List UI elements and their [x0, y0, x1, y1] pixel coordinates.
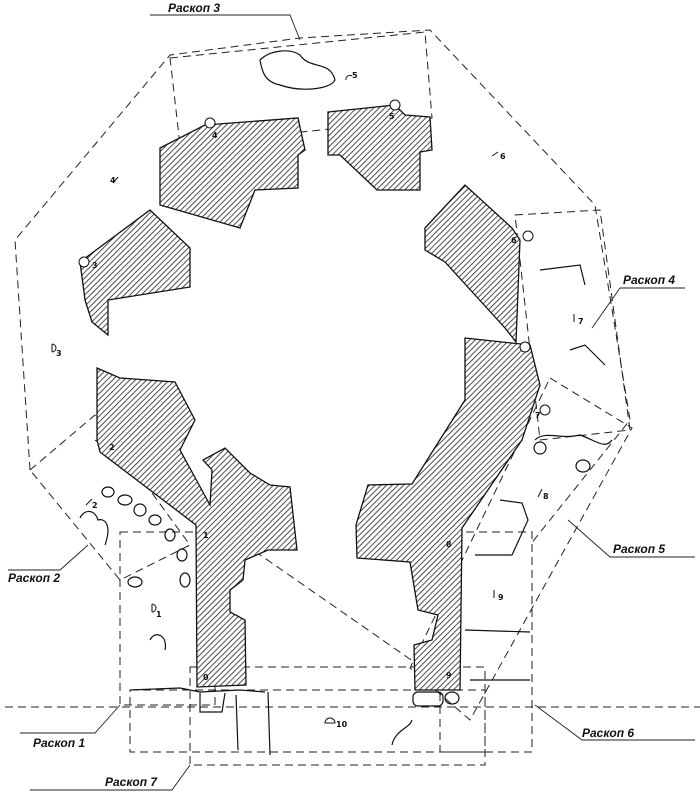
wall-point-0: 0: [203, 673, 209, 682]
excavation-4-label: Раскоп 4: [623, 273, 675, 287]
wall-point-6: 6: [511, 236, 517, 245]
section-marker-1: 1: [156, 610, 162, 619]
wall-point-4: 4: [212, 131, 218, 140]
excavation-6-outline: [439, 531, 533, 753]
excavation-2-label: Раскоп 2: [8, 571, 60, 585]
excavation-3-label: Раскоп 3: [168, 1, 220, 15]
wall-segment-2-1-0: [96, 367, 298, 688]
wall-point-2: 2: [109, 443, 115, 452]
wall-points: 0 1 2 3 4 5 6 7 8 9: [78, 99, 551, 682]
section-marker-3: 3: [56, 349, 62, 358]
label-leaders: [8, 14, 695, 791]
section-marker-2: 2: [92, 501, 98, 510]
section-marker-6: 6: [500, 152, 506, 161]
section-marker-4: 4: [110, 176, 116, 185]
excavation-6-label: Раскоп 6: [582, 726, 634, 740]
wall-segment-4: [159, 117, 306, 229]
excavated-features: [79, 50, 613, 756]
section-marker-9: 9: [498, 593, 504, 602]
wall-point-9: 9: [446, 671, 452, 680]
excavation-1-outline: [119, 531, 216, 706]
section-marker-7: 7: [578, 317, 584, 326]
section-marker-8: 8: [543, 492, 549, 501]
wall-point-5: 5: [389, 112, 395, 121]
section-marker-10: 10: [336, 720, 348, 729]
wall-point-7: 7: [535, 411, 541, 420]
fortress-walls: [79, 104, 541, 691]
excavation-7-label: Раскоп 7: [105, 775, 158, 789]
wall-segment-5: [327, 104, 433, 191]
excavation-7-outline-a: [129, 689, 486, 753]
section-markers: 1 2 3 4 5 6 7 8 9 10: [51, 71, 584, 729]
wall-point-3: 3: [92, 261, 98, 270]
excavation-5-label: Раскоп 5: [613, 542, 665, 556]
wall-segment-6: [424, 184, 521, 344]
section-marker-5: 5: [352, 71, 358, 80]
excavation-2-outline: [29, 414, 191, 581]
excavation-3-outline: [169, 31, 433, 146]
excavation-7-outline-b: [189, 666, 486, 766]
outer-octagon-outline: [14, 29, 631, 546]
excavation-1-label: Раскоп 1: [33, 736, 85, 750]
wall-segment-7-8-9: [355, 337, 541, 691]
wall-point-1: 1: [203, 531, 209, 540]
wall-point-8: 8: [446, 540, 452, 549]
wall-segment-3: [79, 209, 191, 337]
